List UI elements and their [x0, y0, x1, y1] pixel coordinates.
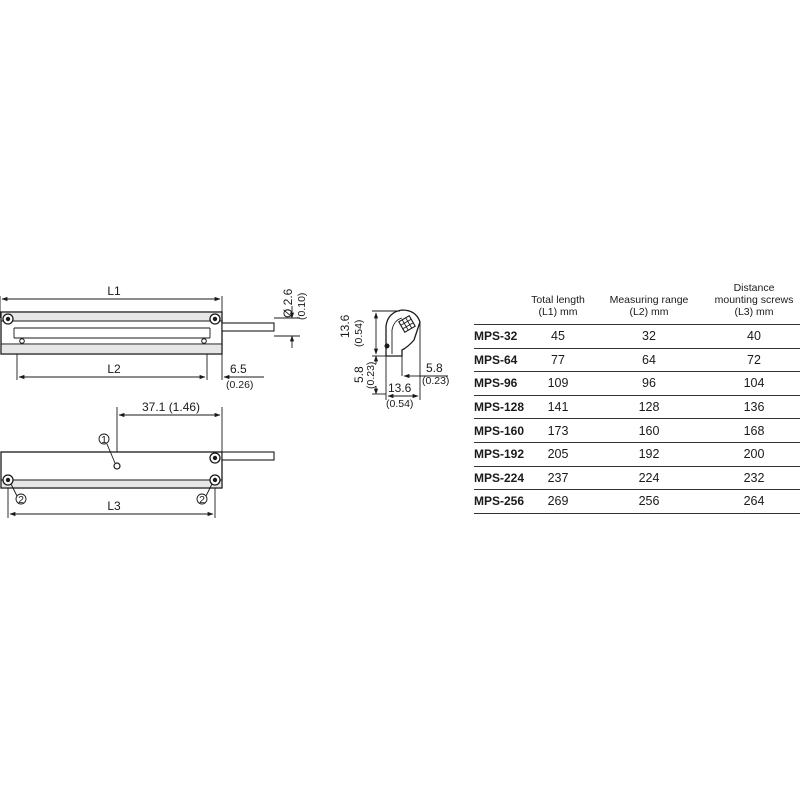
dim-cable-offset-inch: (0.26)	[226, 379, 253, 391]
callout-1: 1	[101, 434, 107, 446]
cable	[221, 451, 275, 461]
table-row: MPS-64 77 64 72	[474, 348, 800, 372]
cell-l1: 173	[547, 423, 569, 438]
table-row: MPS-224 237 224 232	[474, 466, 800, 490]
cell-l1: 45	[551, 329, 565, 344]
header-mounting-distance: Distance mounting screws (L3) mm	[714, 282, 794, 318]
cell-l1: 205	[547, 447, 569, 462]
dim-profile-height-inch: (0.54)	[353, 320, 365, 347]
cell-model: MPS-32	[474, 329, 518, 344]
callout-2-left: 2	[18, 494, 24, 506]
dim-profile-width-inch: (0.54)	[386, 398, 413, 410]
callout-2-left-circle	[15, 493, 27, 505]
dim-profile-side: 5.8	[426, 361, 443, 375]
cell-l3: 264	[743, 494, 765, 509]
cell-l2: 160	[638, 423, 660, 438]
table-header-row: Total length (L1) mm Measuring range (L2…	[474, 282, 800, 325]
cell-l1: 269	[547, 494, 569, 509]
table-row: MPS-32 45 32 40	[474, 324, 800, 349]
cell-l2: 64	[642, 352, 656, 367]
cell-l3: 136	[743, 400, 765, 415]
cell-l3: 40	[747, 329, 761, 344]
dim-l3-label: L3	[107, 499, 121, 513]
dim-profile-height: 13.6	[338, 314, 352, 338]
header-total-length: Total length (L1) mm	[531, 294, 585, 318]
cell-model: MPS-64	[474, 352, 518, 367]
callout-1-circle	[98, 433, 110, 445]
sensor-profile	[385, 309, 421, 357]
cell-model: MPS-224	[474, 470, 525, 485]
table-row: MPS-160 173 160 168	[474, 418, 800, 443]
header-measuring-range: Measuring range (L2) mm	[609, 294, 689, 318]
cell-model: MPS-96	[474, 376, 518, 391]
cell-l1: 77	[551, 352, 565, 367]
cell-l3: 168	[743, 423, 765, 438]
bottom-view: 37.1 (1.46) 1 2 2 L3	[0, 400, 275, 518]
dim-cable-offset: 6.5	[230, 362, 247, 376]
callout-2-right-circle	[196, 493, 208, 505]
cell-l3: 72	[747, 352, 761, 367]
cell-l3: 200	[743, 447, 765, 462]
dim-marker-offset: 37.1 (1.46)	[142, 400, 200, 414]
cell-model: MPS-192	[474, 447, 525, 462]
cell-l3: 232	[743, 470, 765, 485]
cell-model: MPS-128	[474, 400, 525, 415]
dim-profile-lower: 5.8	[352, 366, 366, 383]
dim-cable-diameter: Ø 2.6	[281, 288, 295, 318]
cell-model: MPS-256	[474, 494, 525, 509]
dim-cable-diameter-inch: (0.10)	[296, 293, 308, 320]
top-view: L1 Ø 2.6 (0.10) L2 6.5 (0	[0, 284, 308, 391]
table-row: MPS-96 109 96 104	[474, 371, 800, 396]
cell-l2: 96	[642, 376, 656, 391]
dim-profile-lower-inch: (0.23)	[365, 362, 377, 389]
table-row: MPS-128 141 128 136	[474, 395, 800, 419]
cell-model: MPS-160	[474, 423, 525, 438]
table-row: MPS-192 205 192 200	[474, 442, 800, 466]
section-view: 13.6 (0.54) 5.8 (0.23) 5.8 (0.23) 13.6 (…	[338, 309, 449, 410]
cell-l1: 237	[547, 470, 569, 485]
hole-icon	[19, 338, 25, 344]
cell-l2: 192	[638, 447, 660, 462]
dim-l1-label: L1	[107, 284, 121, 298]
dim-l2-label: L2	[107, 362, 121, 376]
header-model	[474, 282, 526, 325]
callout-2-right: 2	[199, 494, 205, 506]
cell-l2: 32	[642, 329, 656, 344]
cable	[221, 322, 275, 332]
cell-l1: 109	[547, 376, 569, 391]
cell-l1: 141	[547, 400, 569, 415]
spec-table: Total length (L1) mm Measuring range (L2…	[474, 282, 800, 514]
table-row: MPS-256 269 256 264	[474, 489, 800, 514]
hole-icon	[201, 338, 207, 344]
magnet-marker-icon	[113, 462, 121, 470]
dim-profile-side-inch: (0.23)	[422, 375, 449, 387]
cell-l3: 104	[743, 376, 765, 391]
cell-l2: 224	[638, 470, 660, 485]
dim-profile-width: 13.6	[388, 381, 412, 395]
cell-l2: 128	[638, 400, 660, 415]
cell-l2: 256	[638, 494, 660, 509]
